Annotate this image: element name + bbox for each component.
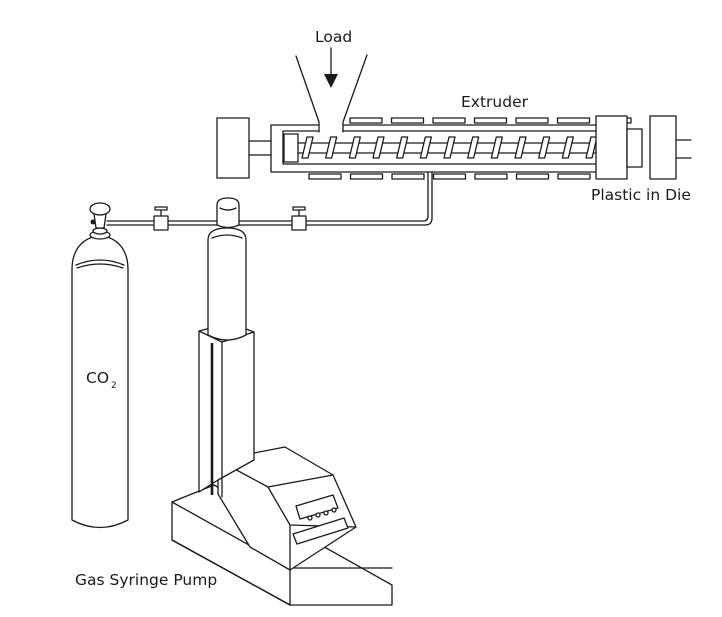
cylinder-shoulder-line-2 [76,263,124,269]
heater-band-top [515,117,549,124]
syringe-cap-line [219,207,237,211]
pump-button-3[interactable] [323,510,329,516]
heater-band-top [556,117,591,124]
heater-band-top [432,117,466,124]
heater-band-bottom [391,173,425,180]
pump-button-2[interactable] [315,512,321,518]
heater-band-top [473,117,508,124]
valve-handle[interactable] [154,206,168,211]
syringe-cap[interactable] [216,197,240,229]
screw-flight [372,136,385,159]
cylinder-valve-port [90,219,96,225]
heater-band-bottom [557,173,591,180]
pump-display [295,494,339,520]
barrel-outer-left [270,124,597,173]
die-mold [649,115,677,180]
heater-band-bottom [349,173,384,180]
screw-flight [538,136,551,159]
control-box-ridge [267,474,334,488]
co2-cylinder [71,202,129,529]
screw-flight [419,136,432,159]
valve-handle[interactable] [292,206,306,211]
screw-flight [325,136,338,159]
extruder-barrel [270,124,597,173]
die [595,115,692,180]
gas-line [106,171,433,226]
label-gas-syringe-pump: Gas Syringe Pump [75,571,217,589]
heater-band-bottom [308,173,342,180]
heater-band-top [349,117,383,124]
hopper [295,47,368,133]
screw-flights [301,136,598,159]
syringe-pump [171,197,393,606]
cylinder-valve-stem [93,213,107,229]
screw-flight [467,136,480,159]
valve-body [291,215,307,231]
pump-label-panel [292,517,349,545]
screw-flight [301,136,314,159]
label-extruder: Extruder [461,93,529,111]
hopper-right-wall [342,54,368,133]
hopper-left-wall [295,55,320,133]
label-load: Load [315,28,352,46]
pump-button-1[interactable] [307,515,313,521]
screw-hub [283,133,299,163]
valve-body [153,215,169,231]
cylinder-valve-knob[interactable] [89,202,111,216]
die-flange [595,115,628,180]
die-nozzle [626,128,643,168]
pump-button-4[interactable] [331,507,337,513]
cylinder-neck-inner [92,227,108,235]
label-co2: CO [86,369,109,387]
valve-2[interactable] [291,206,307,231]
heater-band-bottom [515,173,550,180]
pump-base-bottom-edge [171,539,291,606]
gas-line-bottom [106,171,433,226]
screw-flight [561,136,574,159]
screw-flight [443,136,456,159]
screw-flight [396,136,409,159]
syringe-barrel [207,227,247,341]
syringe-rim [211,234,243,239]
screw-flight [490,136,503,159]
cylinder-shoulder-line-1 [75,259,125,266]
label-co2-subscript: 2 [111,381,117,391]
heater-band-top [390,117,425,124]
drive-motor [216,117,272,179]
heater-band-bottom [474,173,508,180]
label-plastic-in-die: Plastic in Die [591,186,691,204]
motor-block [216,117,250,179]
load-arrow-head [324,74,338,88]
gas-line-top [106,171,429,222]
valve-1[interactable] [153,206,169,231]
barrel-inner-left [282,130,597,165]
cylinder-body [71,234,129,529]
screw-flight [514,136,527,159]
heater-band-bottom [432,173,467,180]
screw-flight [348,136,361,159]
